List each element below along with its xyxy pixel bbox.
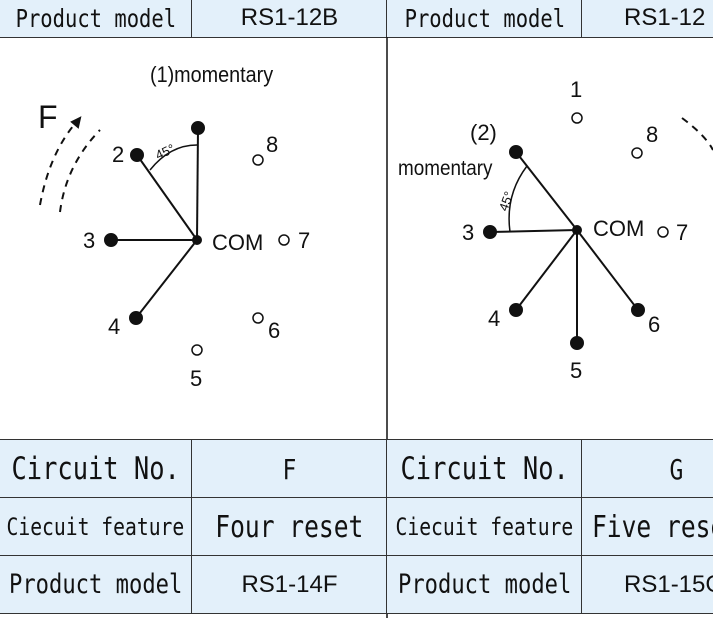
value: RS1-14F xyxy=(241,570,338,598)
rotation-arc xyxy=(681,117,713,151)
label: Circuit No. xyxy=(11,451,180,487)
top-left-value-cell: RS1-12B xyxy=(191,0,388,38)
diagram-title: (1)momentary xyxy=(150,63,274,87)
terminal-label: 4 xyxy=(488,306,500,331)
diagram-title-number: (2) xyxy=(470,120,497,145)
filled-terminal xyxy=(570,336,584,350)
value: RS1-12 xyxy=(624,4,706,31)
filled-terminal xyxy=(509,303,523,317)
contact-line xyxy=(136,154,198,241)
terminal-label: 7 xyxy=(298,228,310,253)
value: G xyxy=(669,452,684,486)
contact-line xyxy=(489,229,578,233)
filled-terminal xyxy=(104,233,118,247)
com-label: COM xyxy=(593,216,644,241)
terminal-label: 8 xyxy=(646,122,658,147)
model-label-right: Product model xyxy=(386,555,583,614)
label: Product model xyxy=(15,3,176,33)
terminal-label: 1 xyxy=(570,77,582,102)
label: Ciecuit feature xyxy=(395,513,574,541)
open-terminal xyxy=(191,344,203,356)
filled-terminal xyxy=(129,311,143,325)
circuit-no-value-left: F xyxy=(191,439,388,499)
diagram-title: momentary xyxy=(398,157,493,180)
value: F xyxy=(282,452,297,486)
rotation-arc-inner xyxy=(59,129,101,213)
feature-label-left: Ciecuit feature xyxy=(0,497,193,557)
open-terminal xyxy=(252,154,264,166)
diagram-right: (2) momentary 45° COM 1 3 4 5 6 7 8 xyxy=(398,77,713,383)
circuit-no-value-right: G xyxy=(581,439,713,499)
open-terminal xyxy=(278,234,290,246)
top-left-label-cell: Product model xyxy=(0,0,193,38)
contact-line xyxy=(515,151,578,231)
label: Product model xyxy=(397,569,572,600)
terminal-label: 5 xyxy=(190,366,202,391)
terminal-label: 3 xyxy=(83,228,95,253)
com-terminal xyxy=(192,235,202,245)
contact-line xyxy=(135,239,198,319)
contact-line xyxy=(196,127,199,241)
filled-terminal xyxy=(631,303,645,317)
value: RS1-12B xyxy=(240,4,339,31)
terminal-label: 6 xyxy=(648,312,660,337)
terminal-label: 3 xyxy=(462,220,474,245)
filled-terminal xyxy=(509,145,523,159)
feature-value-left: Four reset xyxy=(191,497,388,557)
circuit-no-label-left: Circuit No. xyxy=(0,439,193,499)
label: Circuit No. xyxy=(400,451,569,487)
model-label-left: Product model xyxy=(0,555,193,614)
com-label: COM xyxy=(212,230,263,255)
terminal-label: 8 xyxy=(266,132,278,157)
open-terminal xyxy=(252,312,264,324)
filled-terminal xyxy=(130,148,144,162)
arrow-icon xyxy=(70,116,82,129)
angle-label: 45° xyxy=(153,141,177,163)
open-terminal xyxy=(631,147,643,159)
com-terminal xyxy=(572,225,582,235)
angle-arc xyxy=(508,165,528,233)
angle-label: 45° xyxy=(496,189,517,213)
diagram-left: (1)momentary F 45° COM 2 3 4 5 6 7 8 xyxy=(38,63,310,391)
terminal-label: 4 xyxy=(108,314,120,339)
terminal-label: 7 xyxy=(676,220,688,245)
contact-line xyxy=(576,229,639,311)
terminal-label: 2 xyxy=(112,142,124,167)
contact-line xyxy=(515,229,578,311)
feature-label-right: Ciecuit feature xyxy=(386,497,583,557)
filled-terminal xyxy=(483,225,497,239)
label: Product model xyxy=(8,569,183,600)
value: Four reset xyxy=(215,509,364,545)
angle-arc xyxy=(149,144,198,171)
label: Ciecuit feature xyxy=(6,513,185,541)
label: Product model xyxy=(404,3,565,33)
open-terminal xyxy=(571,112,583,124)
terminal-label: 6 xyxy=(268,318,280,343)
model-value-left: RS1-14F xyxy=(191,555,388,614)
circuit-no-label-right: Circuit No. xyxy=(386,439,583,499)
value: RS1-15G xyxy=(624,570,713,598)
model-value-right: RS1-15G xyxy=(581,555,713,614)
value: Five reset xyxy=(592,509,713,545)
filled-terminal xyxy=(191,121,205,135)
feature-value-right: Five reset xyxy=(581,497,713,557)
terminal-label: 5 xyxy=(570,358,582,383)
top-right-value-cell: RS1-12 xyxy=(581,0,713,38)
top-right-label-cell: Product model xyxy=(386,0,583,38)
open-terminal xyxy=(657,226,669,238)
direction-label: F xyxy=(38,99,58,135)
